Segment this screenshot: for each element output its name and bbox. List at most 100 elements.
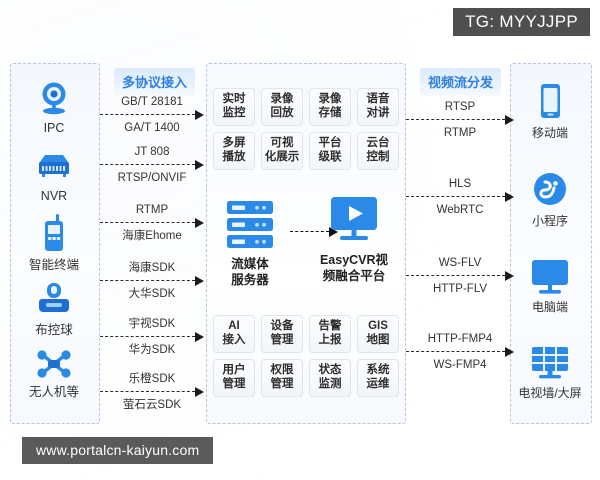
protocol-bottom-label: 大华SDK — [128, 288, 176, 301]
platform-core-flow: 流媒体 服务器 EasyCVR视 频融合平台 — [208, 195, 402, 300]
chip-line2: 回放 — [270, 107, 294, 119]
chip-line2: 监测 — [318, 378, 342, 390]
node-label-line1: EasyCVR视 — [319, 253, 389, 267]
chip-line1: 录像 — [318, 93, 342, 106]
feature-chip-ptz-control[interactable]: 云台 控制 — [357, 132, 399, 170]
feature-chip-system-ops[interactable]: 系统 运维 — [357, 359, 399, 397]
chip-line2: 运维 — [366, 378, 390, 390]
source-device-ptz-ball: 布控球 — [10, 280, 98, 337]
dashed-arrow-icon — [100, 332, 204, 343]
feature-chip-user-management[interactable]: 用户 管理 — [213, 359, 255, 397]
streaming-server-node: 流媒体 服务器 — [214, 199, 286, 288]
source-device-label: IPC — [43, 121, 65, 135]
dashed-arrow-icon — [100, 160, 204, 171]
client-endpoint-videowall: 电视墙/大屏 — [510, 344, 590, 401]
client-endpoint-label: 电视墙/大屏 — [518, 386, 582, 400]
chip-line2: 对讲 — [366, 107, 390, 119]
distribution-protocol-row: RTSP RTMP — [406, 100, 514, 141]
feature-chip-gis-map[interactable]: GIS 地图 — [357, 315, 399, 353]
protocol-top-label: HTTP-FMP4 — [427, 333, 493, 345]
dashed-arrow-icon — [100, 276, 204, 287]
distribution-protocol-row: HTTP-FMP4 WS-FMP4 — [406, 332, 514, 373]
monitor-play-icon — [331, 197, 377, 240]
node-label-line1: 流媒体 — [231, 257, 269, 271]
feature-chip-permission-management[interactable]: 权限 管理 — [261, 359, 303, 397]
chip-line1: 系统 — [366, 364, 390, 377]
protocol-top-label: RTSP — [444, 101, 476, 113]
distribution-section-header: 视频流分发 — [420, 68, 502, 96]
feature-chip-device-management[interactable]: 设备 管理 — [261, 315, 303, 353]
easycvr-platform-node: EasyCVR视 频融合平台 — [312, 195, 396, 284]
source-device-smart-terminal: 智能终端 — [10, 213, 98, 272]
chip-line2: 监控 — [222, 107, 246, 119]
node-label-line2: 频融合平台 — [322, 268, 386, 283]
chip-line2: 管理 — [222, 378, 246, 390]
feature-chip-realtime-monitor[interactable]: 实时 监控 — [213, 88, 255, 126]
source-device-label: 智能终端 — [28, 258, 79, 272]
chip-line1: 设备 — [270, 320, 294, 333]
source-device-drone: 无人机等 — [10, 348, 98, 399]
site-url-watermark-badge: www.portalcn-kaiyun.com — [22, 437, 214, 464]
client-endpoint-label: 电脑端 — [531, 300, 568, 314]
feature-chip-visualization[interactable]: 可视 化展示 — [261, 132, 303, 170]
dashed-arrow-icon — [406, 271, 514, 282]
desktop-monitor-icon — [532, 260, 568, 294]
smart-terminal-icon — [45, 214, 63, 251]
source-device-label: 无人机等 — [28, 385, 79, 399]
protocol-top-label: HLS — [448, 178, 472, 190]
protocol-top-label: JT 808 — [134, 146, 170, 158]
feature-chip-record-storage[interactable]: 录像 存储 — [309, 88, 351, 126]
distribution-protocol-row: WS-FLV HTTP-FLV — [406, 256, 514, 297]
chip-line1: 语音 — [366, 93, 390, 106]
access-protocol-row: JT 808 RTSP/ONVIF — [100, 145, 204, 186]
protocol-bottom-label: 海康Ehome — [122, 230, 182, 243]
protocol-top-label: GB/T 28181 — [121, 96, 183, 108]
ptz-ball-camera-icon — [39, 283, 69, 312]
dashed-arrow-icon — [406, 115, 514, 126]
chip-line2: 接入 — [222, 334, 246, 346]
mobile-phone-icon — [541, 84, 560, 118]
access-protocol-row: 宇视SDK 华为SDK — [100, 317, 204, 358]
dashed-arrow-icon — [100, 387, 204, 398]
source-device-label: 布控球 — [35, 323, 73, 337]
access-section-header: 多协议接入 — [114, 68, 196, 96]
protocol-bottom-label: WS-FMP4 — [433, 359, 487, 372]
feature-chip-alarm-report[interactable]: 告警 上报 — [309, 315, 351, 353]
chip-line1: AI — [228, 320, 240, 333]
node-label: EasyCVR视 频融合平台 — [312, 253, 396, 284]
platform-top-feature-grid: 实时 监控 录像 回放 录像 存储 语音 对讲 多屏 播放 可视 化展示 平台 … — [213, 88, 399, 170]
protocol-bottom-label: WebRTC — [436, 204, 484, 217]
chip-line1: GIS — [368, 320, 388, 333]
protocol-top-label: 宇视SDK — [128, 318, 176, 330]
dashed-arrow-icon — [406, 192, 514, 203]
chip-line1: 告警 — [318, 320, 342, 333]
feature-chip-status-monitoring[interactable]: 状态 监测 — [309, 359, 351, 397]
client-endpoint-mobile: 移动端 — [510, 82, 590, 141]
feature-chip-multiscreen-play[interactable]: 多屏 播放 — [213, 132, 255, 170]
access-protocol-row: 海康SDK 大华SDK — [100, 261, 204, 302]
access-protocol-row: GB/T 28181 GA/T 1400 — [100, 95, 204, 136]
chip-line2: 级联 — [318, 151, 342, 163]
source-device-ipc: IPC — [10, 78, 98, 135]
feature-chip-record-playback[interactable]: 录像 回放 — [261, 88, 303, 126]
chip-line1: 录像 — [270, 93, 294, 106]
access-protocol-row: 乐橙SDK 萤石云SDK — [100, 372, 204, 413]
feature-chip-ai-access[interactable]: AI 接入 — [213, 315, 255, 353]
protocol-bottom-label: RTMP — [443, 127, 477, 140]
tg-watermark-badge: TG: MYYJJPP — [453, 8, 590, 36]
protocol-top-label: RTMP — [135, 204, 169, 216]
dashed-arrow-icon — [100, 218, 204, 229]
chip-line2: 存储 — [318, 107, 342, 119]
client-endpoint-desktop: 电脑端 — [510, 258, 590, 315]
chip-line2: 管理 — [270, 378, 294, 390]
chip-line1: 实时 — [222, 93, 246, 106]
feature-chip-platform-cascade[interactable]: 平台 级联 — [309, 132, 351, 170]
protocol-top-label: 乐橙SDK — [128, 373, 176, 385]
platform-bottom-feature-grid: AI 接入 设备 管理 告警 上报 GIS 地图 用户 管理 权限 管理 状态 … — [213, 315, 399, 397]
protocol-bottom-label: HTTP-FLV — [432, 283, 488, 296]
protocol-bottom-label: RTSP/ONVIF — [117, 172, 187, 185]
flow-dashed-arrow-icon — [290, 227, 338, 237]
feature-chip-voice-intercom[interactable]: 语音 对讲 — [357, 88, 399, 126]
source-device-label: NVR — [40, 189, 68, 203]
